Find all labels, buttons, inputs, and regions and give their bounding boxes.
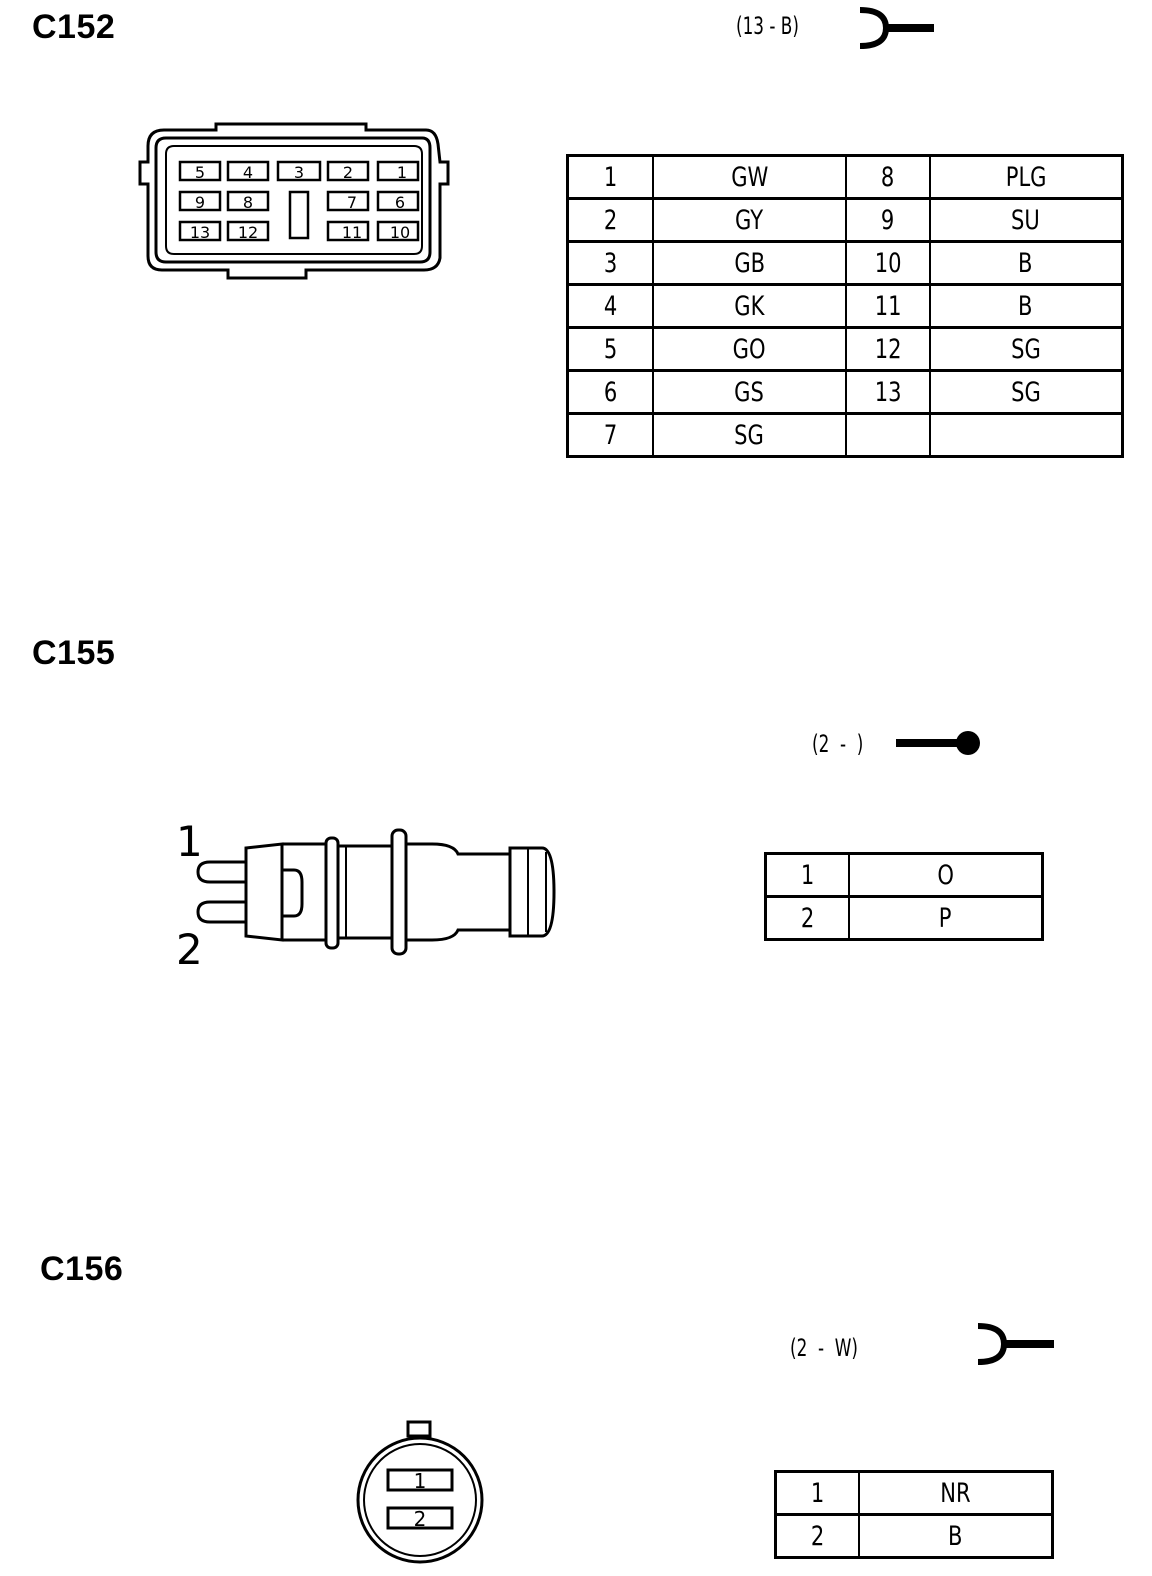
wire-color: P [847,895,1044,941]
sensor-drawing-c155: 1 2 [176,817,556,974]
wire-color: PLG [928,154,1124,200]
wire-color: B [857,1513,1054,1559]
connector-id-c156: C156 [40,1250,124,1288]
pin-label: 12 [238,223,258,242]
pin-label: 1 [414,1469,427,1493]
connector-id-c155: C155 [32,634,116,672]
pin-label: 9 [195,193,205,212]
wire-color: B [928,240,1124,286]
table-row: 6 GS 13 SG [566,369,1124,415]
wire-color: GW [651,154,847,200]
table-row: 2 GY 9 SU [566,197,1124,243]
pin-number: 1 [764,852,850,898]
pin-label: 1 [176,817,203,866]
pin-label: 5 [195,163,205,182]
wire-color: SU [928,197,1124,243]
wire-color: GO [651,326,847,372]
male-terminal-icon [896,731,980,755]
wire-color: B [928,283,1124,329]
pin-number: 9 [844,197,931,243]
wire-color: O [847,852,1044,898]
table-row: 3 GB 10 B [566,240,1124,286]
table-row: 7 SG [566,412,1124,458]
pin-number: 13 [844,369,931,415]
connector-face-c152: 5 4 3 2 1 9 8 7 6 13 12 11 10 [138,122,450,280]
wire-color: NR [857,1470,1054,1516]
female-terminal-icon [977,1323,1054,1365]
pin-number: 12 [844,326,931,372]
pin-number: 10 [844,240,931,286]
wire-color: SG [651,412,847,458]
wire-color [928,412,1124,458]
connector-code-c156: (2 - W) [790,1334,858,1362]
pin-label: 7 [347,193,357,212]
pin-table-c155: 1 O 2 P [764,852,1044,941]
female-terminal-icon [859,7,934,49]
table-row: 1 O [764,852,1044,898]
pin-label: 11 [342,223,362,242]
pin-number: 6 [566,369,654,415]
pin-number [844,412,931,458]
wire-color: GY [651,197,847,243]
pin-number: 5 [566,326,654,372]
table-row: 5 GO 12 SG [566,326,1124,372]
wire-color: GK [651,283,847,329]
connector-id-c152: C152 [32,8,116,46]
pin-label: 3 [294,163,304,182]
pin-number: 4 [566,283,654,329]
table-row: 4 GK 11 B [566,283,1124,329]
pin-number: 2 [774,1513,860,1559]
wire-color: SG [928,326,1124,372]
table-row: 2 P [764,895,1044,941]
table-row: 2 B [774,1513,1054,1559]
wire-color: GB [651,240,847,286]
pin-label: 1 [397,163,407,182]
pin-table-c152: 1 GW 8 PLG 2 GY 9 SU 3 GB 10 B 4 GK 11 B… [566,154,1124,458]
pin-label: 8 [243,193,253,212]
pin-number: 7 [566,412,654,458]
pin-number: 2 [566,197,654,243]
table-row: 1 NR [774,1470,1054,1516]
connector-code-c152: (13 - B) [736,12,799,40]
pin-label: 6 [395,193,405,212]
table-row: 1 GW 8 PLG [566,154,1124,200]
pin-label: 2 [176,925,203,974]
pin-label: 4 [243,163,253,182]
wire-color: GS [651,369,847,415]
pin-label: 10 [390,223,410,242]
pin-number: 2 [764,895,850,941]
wire-color: SG [928,369,1124,415]
pin-number: 1 [566,154,654,200]
connector-face-c156: 1 2 [356,1420,484,1564]
pin-table-c156: 1 NR 2 B [774,1470,1054,1559]
pin-number: 3 [566,240,654,286]
pin-label: 2 [414,1507,427,1531]
pin-number: 8 [844,154,931,200]
pin-label: 2 [343,163,353,182]
pin-number: 11 [844,283,931,329]
connector-code-c155: (2 - ) [812,730,864,758]
pin-number: 1 [774,1470,860,1516]
pin-label: 13 [190,223,210,242]
